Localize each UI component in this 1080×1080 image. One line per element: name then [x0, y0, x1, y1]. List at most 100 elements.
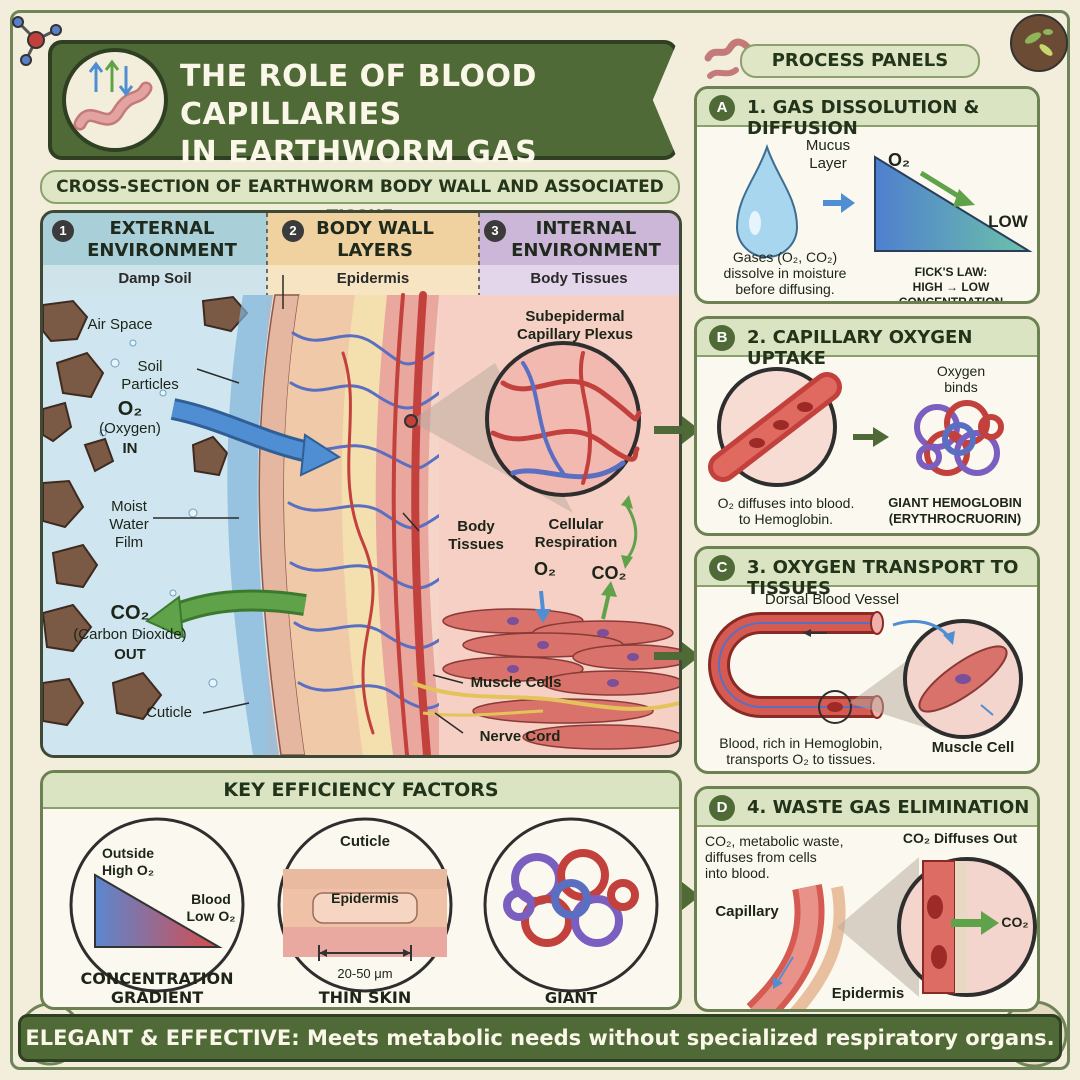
earthworm-icon	[62, 48, 168, 152]
label-outside-high-o2-line-2: High O₂	[101, 862, 155, 878]
cross-section-illustration	[43, 213, 679, 755]
column-title-body-wall-line-2: LAYERS	[337, 240, 413, 261]
label-co2-diffuses-out: CO₂ Diffuses Out	[902, 830, 1018, 846]
arrow-to-panel-b	[654, 416, 700, 444]
column-title-external: EXTERNAL ENVIRONMENT	[64, 212, 260, 264]
process-panels-heading: PROCESS PANELS	[740, 44, 980, 78]
label-thickness: 20-50 μm	[337, 966, 393, 981]
panel-a-badge: A	[709, 95, 735, 121]
panel-c-title: 3. OXYGEN TRANSPORT TO TISSUES	[697, 549, 1037, 599]
label-concentration-gradient: CONCENTRATION GRADIENT	[57, 969, 257, 1007]
label-mucus-layer-line-1: Mucus	[805, 137, 851, 154]
panel-a: 1. GAS DISSOLUTION & DIFFUSION A Mucus L…	[694, 86, 1040, 304]
efficiency-illustration	[69, 817, 659, 993]
label-nerve-cord: Nerve Cord	[479, 728, 561, 745]
label-oxygen-binds-line-1: Oxygen	[936, 363, 986, 379]
efficiency-heading: KEY EFFICIENCY FACTORS	[43, 773, 679, 809]
label-body-tissues-line-1: Body	[457, 518, 495, 535]
label-co2-metabolic-waste-line-2: diffuses from cells	[705, 849, 817, 865]
label-ficks-law-line-2: HIGH → LOW CONCENTRATION	[898, 280, 1004, 304]
cross-section-heading: CROSS-SECTION OF EARTHWORM BODY WALL AND…	[40, 170, 680, 227]
page-frame	[10, 10, 1070, 1070]
label-low: LOW	[988, 212, 1028, 231]
label-cuticle: Cuticle	[146, 704, 192, 721]
column-sub-body-tissues: Body Tissues	[530, 270, 628, 287]
footer-banner: ELEGANT & EFFECTIVE: Meets metabolic nee…	[18, 1014, 1062, 1062]
label-out: OUT	[114, 646, 146, 663]
arrow-to-panel-c	[654, 642, 700, 670]
label-capillary-plexus-line-1: Subepidermal	[525, 308, 625, 325]
label-outside-high-o2: Outside High O₂	[83, 845, 173, 879]
label-soil-particles-line-1: Soil	[137, 358, 163, 375]
label-capillary-plexus: Subepidermal Capillary Plexus	[500, 308, 650, 344]
label-gases-dissolve: Gases (O₂, CO₂) dissolve in moisture bef…	[701, 249, 869, 297]
label-o2-diffuses-blood-line-1: O₂ diffuses into blood.	[717, 495, 855, 511]
label-mucus-layer: Mucus Layer	[791, 137, 865, 173]
label-cellular-respiration-line-1: Cellular	[548, 516, 604, 533]
label-outside-high-o2-line-1: Outside	[101, 845, 155, 861]
cross-section-panel	[40, 210, 682, 758]
label-giant-hemoglobin-line-1: GIANT HEMOGLOBIN	[888, 495, 1022, 510]
label-capillary-plexus-line-2: Capillary Plexus	[517, 326, 633, 343]
label-gases-dissolve-line-3: before diffusing.	[735, 281, 835, 297]
panel-d-badge: D	[709, 795, 735, 821]
label-moist-water-film-line-3: Film	[114, 534, 144, 551]
column-title-internal-line-2: ENVIRONMENT	[511, 240, 661, 261]
label-cellular-respiration: Cellular Respiration	[526, 516, 626, 552]
label-concentration-gradient-line-1: CONCENTRATION	[80, 969, 234, 988]
column-title-internal-line-1: INTERNAL	[535, 218, 637, 239]
label-moist-water-film: Moist Water Film	[94, 498, 164, 552]
label-co2-d: CO₂	[1001, 914, 1029, 930]
label-co2-cell: CO₂	[591, 563, 627, 583]
label-oxygen: (Oxygen)	[99, 420, 161, 437]
label-moist-water-film-line-2: Water	[109, 516, 149, 533]
label-mucus-layer-line-2: Layer	[809, 155, 847, 172]
column-sub-epidermis: Epidermis	[336, 270, 410, 287]
label-co2-metabolic-waste-line-3: into blood.	[705, 865, 770, 881]
label-gases-dissolve-line-1: Gases (O₂, CO₂)	[732, 249, 838, 265]
panel-d: 4. WASTE GAS ELIMINATION D CO₂, metaboli…	[694, 786, 1040, 1012]
label-o2-diffuses-blood-line-2: to Hemoglobin.	[738, 511, 834, 527]
label-carbon-dioxide: (Carbon Dioxide)	[73, 626, 187, 643]
title-line-1: THE ROLE OF BLOOD CAPILLARIES	[180, 59, 537, 132]
label-giant-hemoglobin-line-2: (ERYTHROCRUORIN)	[888, 511, 1022, 526]
label-in: IN	[122, 440, 138, 457]
label-moist-water-film-line-1: Moist	[111, 498, 147, 515]
worms-icon	[704, 38, 754, 79]
label-oxygen-binds-line-2: binds	[944, 379, 978, 395]
panel-b-illustration	[708, 367, 1004, 487]
column-title-body-wall: BODY WALL LAYERS	[300, 212, 450, 264]
panel-b: 2. CAPILLARY OXYGEN UPTAKE B Oxygen bind…	[694, 316, 1040, 536]
column-number-1: 1	[52, 220, 74, 242]
panel-c-illustration	[708, 611, 1023, 739]
label-body-tissues: Body Tissues	[446, 518, 506, 554]
label-concentration-gradient-line-2: GRADIENT	[110, 988, 204, 1007]
column-sub-damp-soil: Damp Soil	[118, 270, 192, 287]
column-title-body-wall-line-1: BODY WALL	[316, 218, 434, 239]
label-dorsal-blood-vessel: Dorsal Blood Vessel	[764, 591, 900, 608]
panel-b-title: 2. CAPILLARY OXYGEN UPTAKE	[697, 319, 1037, 369]
label-soil-particles-line-2: Particles	[121, 376, 179, 393]
label-blood-low-o2-line-2: Low O₂	[186, 908, 236, 924]
label-gases-dissolve-line-2: dissolve in moisture	[723, 265, 847, 281]
panel-d-title: 4. WASTE GAS ELIMINATION	[697, 789, 1037, 827]
label-co2-metabolic-waste: CO₂, metabolic waste, diffuses from cell…	[705, 833, 881, 881]
label-ficks-law-line-1: FICK'S LAW:	[914, 265, 988, 279]
label-blood-low-o2: Blood Low O₂	[171, 891, 251, 925]
label-blood-transport-line-1: Blood, rich in Hemoglobin,	[719, 735, 883, 751]
column-title-external-line-1: EXTERNAL	[109, 218, 215, 239]
label-soil-particles: Soil Particles	[110, 358, 190, 394]
column-title-external-line-2: ENVIRONMENT	[87, 240, 237, 261]
label-thin-skin: THIN SKIN	[318, 988, 412, 1007]
label-body-tissues-line-2: Tissues	[448, 536, 504, 553]
label-co2-metabolic-waste-line-1: CO₂, metabolic waste,	[705, 833, 844, 849]
panel-c-badge: C	[709, 555, 735, 581]
label-giant-hemoglobin: GIANT HEMOGLOBIN (ERYTHROCRUORIN)	[873, 495, 1037, 527]
microbe-icon	[1010, 14, 1068, 72]
panel-a-illustration	[735, 143, 1033, 258]
label-o2-high: O₂	[888, 150, 910, 170]
label-o2-in: O₂	[117, 398, 143, 420]
label-blood-low-o2-line-1: Blood	[191, 891, 231, 907]
label-ficks-law: FICK'S LAW: HIGH → LOW CONCENTRATION	[863, 265, 1037, 304]
page-title: THE ROLE OF BLOOD CAPILLARIES IN EARTHWO…	[180, 58, 650, 210]
